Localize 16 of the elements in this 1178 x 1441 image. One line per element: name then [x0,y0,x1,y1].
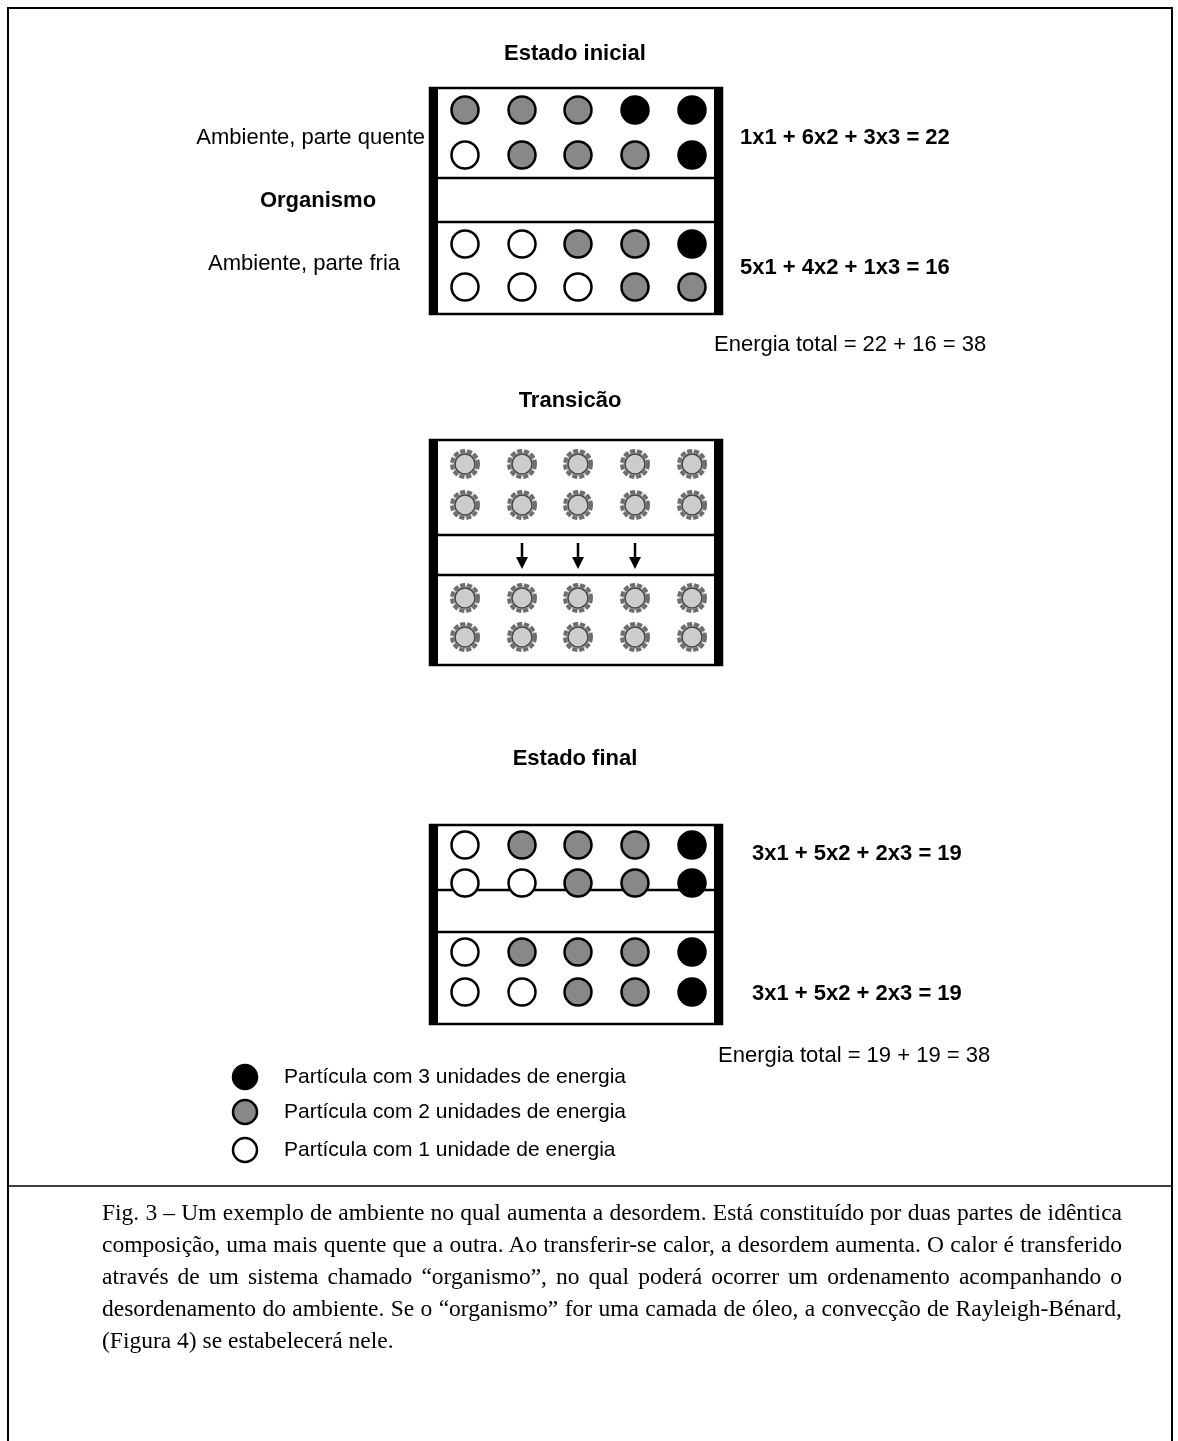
region-label: Ambiente, parte fria [208,250,400,276]
energy-equation: 3x1 + 5x2 + 2x3 = 19 [752,840,962,866]
caption: Fig. 3 – Um exemplo de ambiente no qual aumenta a desordem. Está constituído por duas partes de idêntica composição, uma mais quente que a outra. Ao transferir-se calor, a desordem aumenta. O calor é transferido através de um sistema chamado “organismo”, no qual poderá ocorrer um ordenamento acompanhando o desordenamento do ambiente. Se o “organismo” for uma camada de óleo, a convecção de Rayleigh-Bénard, (Figura 4) se estabelecerá nele. [102,1198,1122,1355]
region-label: Ambiente, parte quente [196,124,425,150]
energy-equation: 1x1 + 6x2 + 3x3 = 22 [740,124,950,150]
panel-title: Estado final [512,745,638,771]
total-energy-note: Energia total = 19 + 19 = 38 [718,1042,991,1068]
legend-label: Partícula com 3 unidades de energia [284,1064,627,1088]
energy-equation: 3x1 + 5x2 + 2x3 = 19 [752,980,962,1006]
energy-equation: 5x1 + 4x2 + 1x3 = 16 [740,254,950,280]
region-label: Organismo [259,187,377,213]
panel-title: Estado inicial [504,40,646,66]
legend-label: Partícula com 2 unidades de energia [284,1099,627,1123]
legend-label: Partícula com 1 unidade de energia [284,1137,616,1161]
panel-title: Transicão [518,387,622,413]
total-energy-note: Energia total = 22 + 16 = 38 [714,331,987,357]
